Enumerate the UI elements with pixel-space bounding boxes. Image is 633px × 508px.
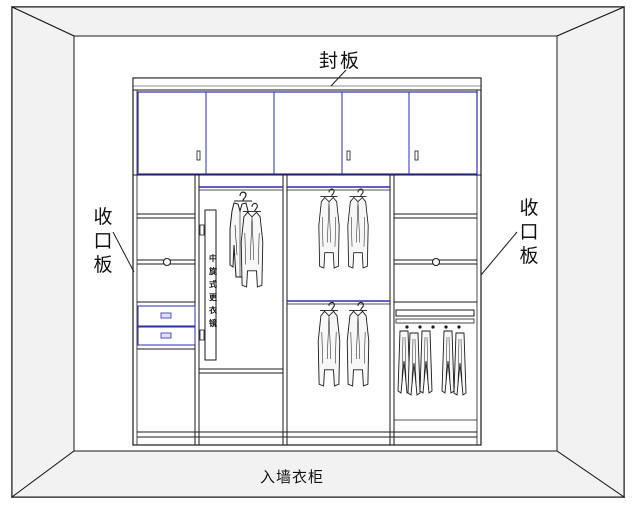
left-trim-label: 收口板 bbox=[93, 206, 113, 276]
drawer-handle bbox=[160, 312, 172, 319]
drawer-handle bbox=[160, 332, 172, 339]
mirror-label: 中旋式更衣镜 bbox=[209, 254, 217, 328]
left-wall-face bbox=[11, 6, 75, 498]
mirror-column bbox=[199, 186, 283, 374]
right-trim-label: 收口板 bbox=[519, 197, 539, 267]
shelf-knob bbox=[432, 258, 440, 266]
top-panel-label: 封板 bbox=[319, 50, 362, 72]
center-hanging-column bbox=[287, 186, 390, 387]
leader-line-right bbox=[480, 231, 518, 276]
rotating-mirror bbox=[204, 209, 217, 361]
ceiling-face bbox=[11, 6, 625, 37]
leader-line-top bbox=[330, 69, 347, 87]
pants-rack bbox=[395, 309, 475, 317]
leader-line-left bbox=[112, 231, 135, 273]
top-cover-panel bbox=[132, 77, 482, 91]
caption: 入墙衣柜 bbox=[260, 468, 325, 486]
door-handle bbox=[414, 150, 419, 161]
door-handle bbox=[196, 150, 201, 161]
door-handle bbox=[346, 150, 351, 161]
shelf-knob bbox=[163, 258, 171, 266]
left-shelf-column bbox=[137, 213, 196, 350]
upper-cabinet-doors bbox=[137, 91, 478, 175]
right-shelf-column bbox=[394, 213, 477, 421]
right-wall-face bbox=[556, 6, 625, 498]
